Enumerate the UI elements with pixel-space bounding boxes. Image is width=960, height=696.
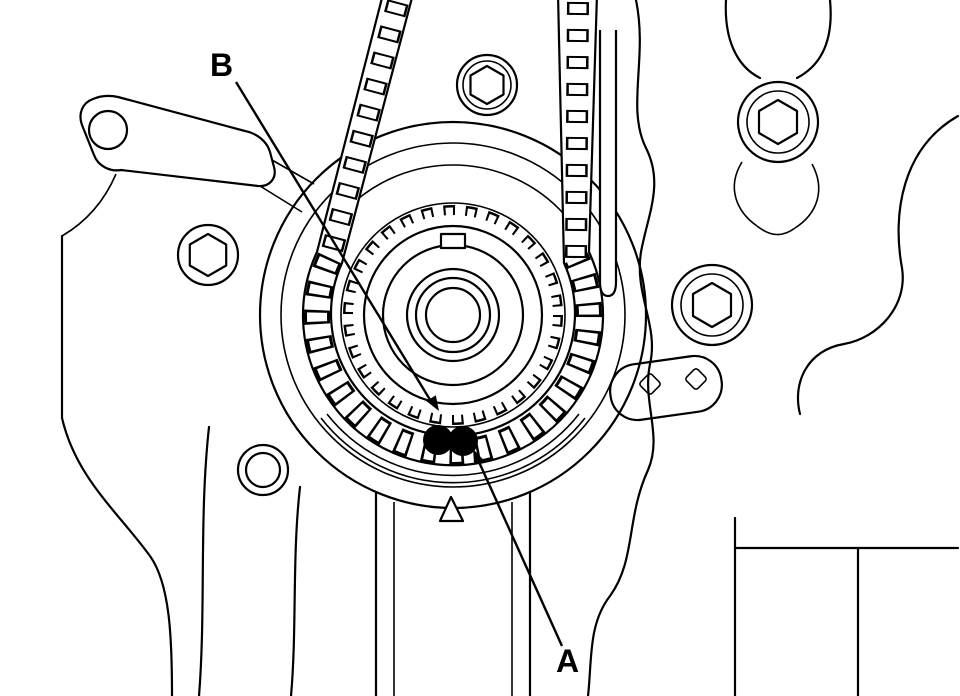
bracket-link-line-1 [271,159,315,185]
callout-a-leader-line [477,461,564,647]
bolt-top-right-ring [746,90,810,154]
sprocket-root-circle [362,224,544,406]
bolt-top-center-ring-outer [455,53,519,117]
sprocket-key-notch [439,232,467,250]
top-boss-right [795,0,832,80]
top-boss-left [724,0,762,80]
bracket-plate [79,94,276,188]
callout-b-leader-line [234,81,434,404]
bolt-mid-right-ring [680,273,744,337]
bracket-hole [87,109,129,151]
bolt-mid-right [670,263,754,347]
boss-lower-left [733,161,758,227]
engine-block [60,0,960,696]
left-upper-curve [61,173,117,237]
bolt-top-right [736,80,820,164]
housing-pointer-triangle [438,495,465,523]
bolt-top-center [455,53,519,117]
flange-edge-2 [197,425,211,696]
housing-slot-arc-outer [320,417,586,484]
housing-inner-circle [280,142,626,488]
detail-plate [609,354,723,422]
bracket-link-line-2 [259,185,303,213]
timing-marks [423,425,478,456]
bolt-left [176,223,240,287]
callout-a-arrowhead [473,449,485,465]
callout-b-label: B [210,47,233,83]
bolt-left-ring [176,223,240,287]
boss-lower-right [794,163,820,229]
right-curve-lower [796,266,904,416]
detail-diamond-1 [639,373,661,395]
right-block-edge [586,0,656,696]
bolt-top-center-hex [469,64,505,106]
flange-hole-outer [236,443,290,497]
bolt-left-hex [188,232,228,278]
callout-b: B [210,47,439,411]
bolt-mid-right-hex [691,281,733,329]
crank-sprocket [340,202,566,428]
detail-diamond-2 [685,368,707,390]
callout-a-label: A [556,643,579,679]
bolt-top-right-boss [736,80,820,164]
callout-a: A [473,449,579,679]
belt-guide-blade [598,30,618,298]
right-curve-upper [897,114,960,270]
flange-hole [244,451,282,489]
bolt-mid-right-boss [670,263,754,347]
hub-bore [424,286,482,344]
timing-mark-left [423,425,453,455]
boss-lower-join [756,225,796,236]
hub-circle-outer [405,267,501,363]
sprocket-flange-circle [340,202,566,428]
hub-circle-mid [414,276,492,354]
callout-b-arrowhead [426,395,439,411]
left-lower-curve [60,416,174,696]
housing-slot-arc-inner [326,413,580,477]
flange-edge-1 [289,485,302,696]
timing-mark-right [448,426,478,456]
detail-plate-outline [609,354,723,422]
bolt-top-center-ring-inner [462,60,512,110]
belt-teeth-left-light [321,0,407,261]
bolt-top-right-hex [757,98,799,146]
